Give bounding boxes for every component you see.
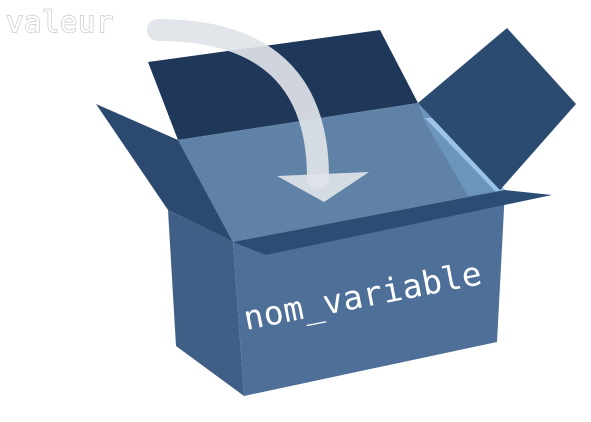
box-left-flap xyxy=(96,104,233,242)
box-interior xyxy=(178,103,505,242)
box-right-flap xyxy=(418,28,576,190)
curved-down-arrow-icon xyxy=(147,19,329,189)
box-front-lip xyxy=(233,190,552,255)
box-left-side xyxy=(168,210,244,396)
arrow-head xyxy=(277,172,369,202)
value-label: valeur xyxy=(6,5,114,39)
